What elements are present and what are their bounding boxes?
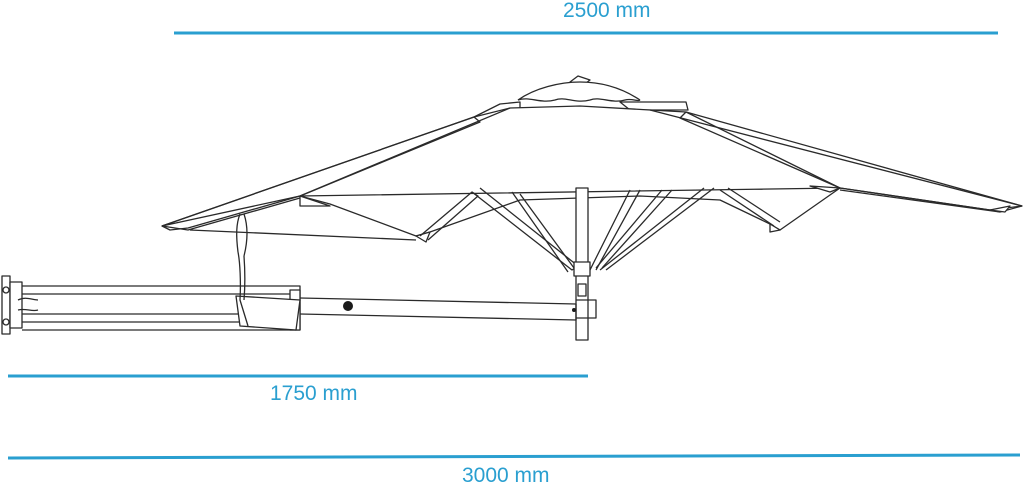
pole-pivot [572,308,576,312]
arm-lock-knob [343,301,353,311]
telescopic-arm [22,285,597,331]
wall-bracket [1,275,39,335]
pull-cord [236,213,249,327]
canopy-width-label: 2500 mm [563,0,651,22]
arm-length-label: 1750 mm [270,382,358,405]
umbrella-ribs [419,187,781,273]
dimension-line-total [7,453,1021,460]
canopy-top [161,105,1023,227]
umbrella-drawing [1,75,1023,341]
total-length-label: 3000 mm [462,464,550,487]
